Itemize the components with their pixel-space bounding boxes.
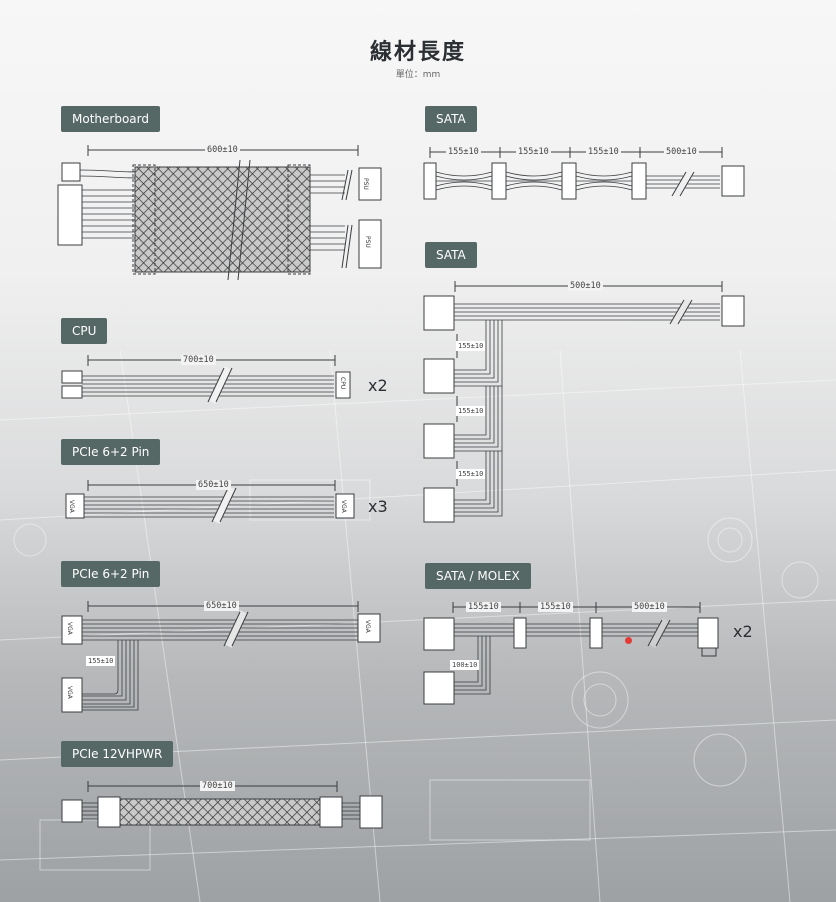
multiplier-pcie-1: x3 bbox=[368, 497, 388, 516]
motherboard-cable bbox=[57, 145, 382, 281]
label-pcie-2: PCIe 6+2 Pin bbox=[61, 561, 161, 587]
multiplier-sata-molex: x2 bbox=[733, 622, 753, 641]
conn-label-cpu: CPU bbox=[339, 377, 346, 390]
dim-sata-2-sub-c: 155±10 bbox=[456, 469, 486, 479]
multiplier-cpu: x2 bbox=[368, 376, 388, 395]
dim-pcie-12vhpwr: 700±10 bbox=[200, 781, 235, 791]
label-cpu: CPU bbox=[61, 318, 108, 344]
label-sata-2: SATA bbox=[425, 242, 477, 268]
unit-label: 單位：mm bbox=[395, 70, 441, 80]
conn-label-psu-2: PSU bbox=[364, 236, 371, 248]
dim-sata-1-a: 155±10 bbox=[446, 147, 481, 157]
dim-motherboard: 600±10 bbox=[205, 145, 240, 155]
dim-cpu: 700±10 bbox=[181, 355, 216, 365]
dim-sata-molex-c: 500±10 bbox=[632, 602, 667, 612]
red-marker-dot bbox=[625, 637, 632, 644]
page-title: 線材長度 bbox=[369, 40, 466, 65]
label-pcie-1: PCIe 6+2 Pin bbox=[61, 439, 161, 465]
conn-label-vga-1: VGA bbox=[340, 500, 347, 513]
dim-sata-molex-sub: 100±10 bbox=[450, 660, 480, 670]
dim-sata-2-sub-a: 155±10 bbox=[456, 341, 486, 351]
conn-label-vga-3: VGA bbox=[364, 620, 371, 633]
cpu-cable bbox=[61, 355, 351, 404]
sata-molex-cable bbox=[423, 602, 719, 705]
dim-pcie-2: 650±10 bbox=[204, 601, 239, 611]
dim-sata-1-b: 155±10 bbox=[516, 147, 551, 157]
dim-pcie-1: 650±10 bbox=[196, 480, 231, 490]
conn-label-vga-5: VGA bbox=[66, 686, 73, 699]
label-motherboard: Motherboard bbox=[61, 106, 160, 132]
dim-sata-2-sub-b: 155±10 bbox=[456, 406, 486, 416]
label-pcie-12vhpwr: PCIe 12VHPWR bbox=[61, 741, 174, 767]
dim-sata-2: 500±10 bbox=[568, 281, 603, 291]
pcie-2-cable bbox=[61, 601, 381, 713]
conn-label-vga-2: VGA bbox=[68, 500, 75, 513]
dim-sata-1-d: 500±10 bbox=[664, 147, 699, 157]
dim-pcie-2-sub: 155±10 bbox=[86, 656, 116, 666]
conn-label-vga-4: VGA bbox=[66, 622, 73, 635]
sata-2-cable bbox=[423, 281, 745, 523]
pcie-12vhpwr-cable bbox=[61, 781, 383, 829]
dim-sata-molex-b: 155±10 bbox=[538, 602, 573, 612]
dim-sata-1-c: 155±10 bbox=[586, 147, 621, 157]
label-sata-molex: SATA / MOLEX bbox=[425, 563, 531, 589]
conn-label-psu-1: PSU bbox=[362, 178, 369, 190]
label-sata-1: SATA bbox=[425, 106, 477, 132]
dim-sata-molex-a: 155±10 bbox=[466, 602, 501, 612]
